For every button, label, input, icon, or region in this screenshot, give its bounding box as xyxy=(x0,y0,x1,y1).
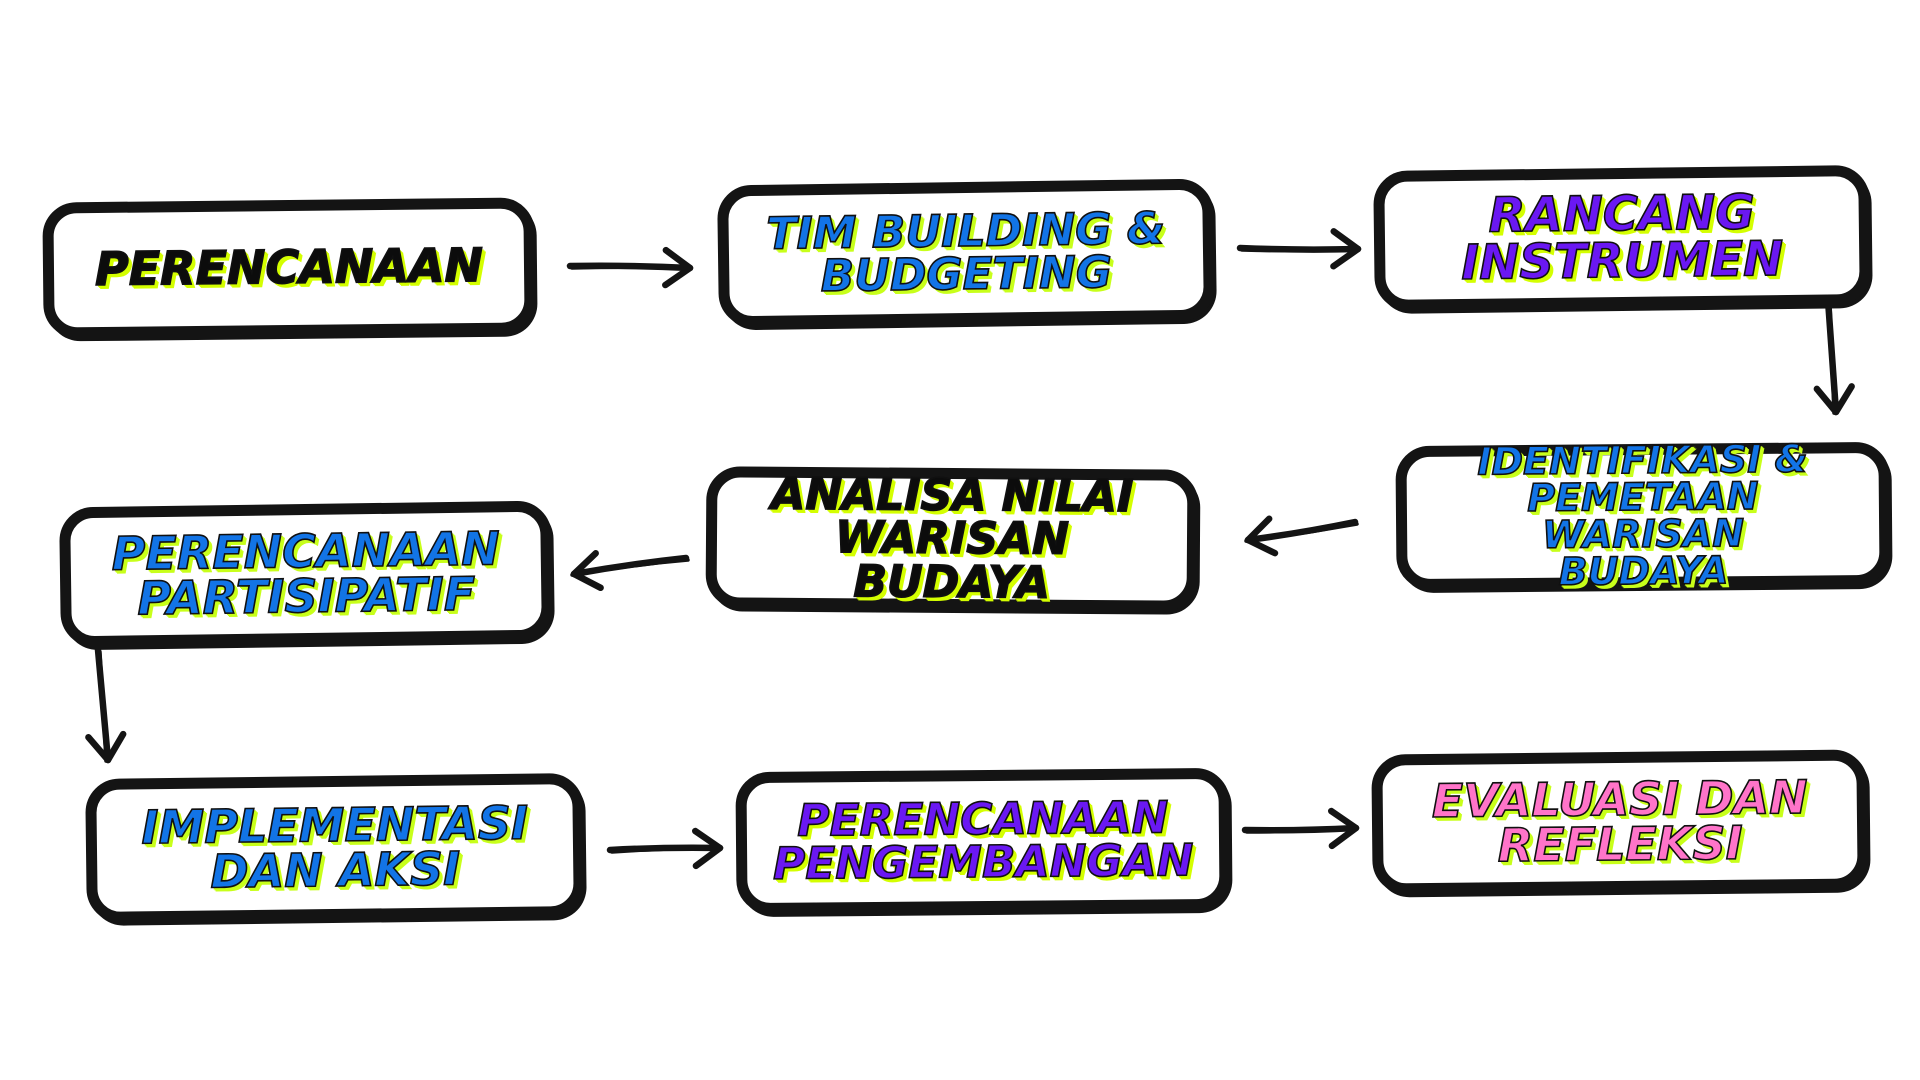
arrow-rancang-instrumen-to-identifikasi-pemetaan xyxy=(1813,296,1855,416)
node-label-line: REFLEKSI xyxy=(1497,815,1744,873)
arrow-perencanaan-to-tim-building-budgeting xyxy=(566,246,694,289)
arrow-identifikasi-pemetaan-to-analisa-nilai xyxy=(1244,515,1359,557)
node-label: TIM BUILDING &BUDGETING xyxy=(748,202,1184,303)
arrow-shaft-texture xyxy=(1245,827,1356,834)
arrow-implementasi-aksi-to-perencanaan-pengembangan xyxy=(606,827,724,870)
arrow-head xyxy=(1328,807,1360,850)
node-label-line: ANALISA NILAI xyxy=(770,468,1134,523)
arrow-shaft-texture xyxy=(1828,300,1836,415)
arrow-head xyxy=(662,246,694,289)
arrow-head xyxy=(85,730,127,764)
node-label-line: BUDGETING xyxy=(820,246,1114,303)
arrow-analisa-nilai-to-perencanaan-partisipatif xyxy=(570,550,690,592)
arrow-shaft-texture xyxy=(1240,248,1358,253)
node-label: PERENCANAAN xyxy=(77,238,501,298)
arrow-head xyxy=(570,550,604,592)
arrow-head xyxy=(1244,515,1279,557)
node-label-line: WARISAN BUDAYA xyxy=(834,512,1070,609)
arrow-perencanaan-pengembangan-to-evaluasi-refleksi xyxy=(1241,807,1360,850)
arrow-shaft-texture xyxy=(570,265,690,271)
arrow-head xyxy=(692,827,724,870)
arrow-shaft-texture xyxy=(1244,522,1359,543)
node-label-line: PARTISIPATIF xyxy=(136,566,476,626)
arrow-head xyxy=(1813,383,1855,416)
node-label-line: BUDAYA xyxy=(1558,548,1730,595)
arrow-perencanaan-partisipatif-to-implementasi-aksi xyxy=(85,646,127,764)
arrow-shaft-texture xyxy=(570,558,690,577)
node-label-line: PENGEMBANGAN xyxy=(772,834,1195,890)
node-perencanaan: PERENCANAAN xyxy=(42,197,536,339)
node-label-line: PERENCANAAN xyxy=(94,238,484,298)
arrow-tim-building-budgeting-to-rancang-instrumen xyxy=(1236,228,1362,270)
arrow-shaft-texture xyxy=(98,650,108,763)
node-label-line: PEMETAAN WARISAN xyxy=(1526,473,1759,558)
node-label-line: INSTRUMEN xyxy=(1460,230,1784,292)
arrow-shaft-texture xyxy=(610,847,720,854)
arrow-head xyxy=(1330,228,1362,270)
node-tim-building-budgeting: TIM BUILDING &BUDGETING xyxy=(717,178,1215,328)
